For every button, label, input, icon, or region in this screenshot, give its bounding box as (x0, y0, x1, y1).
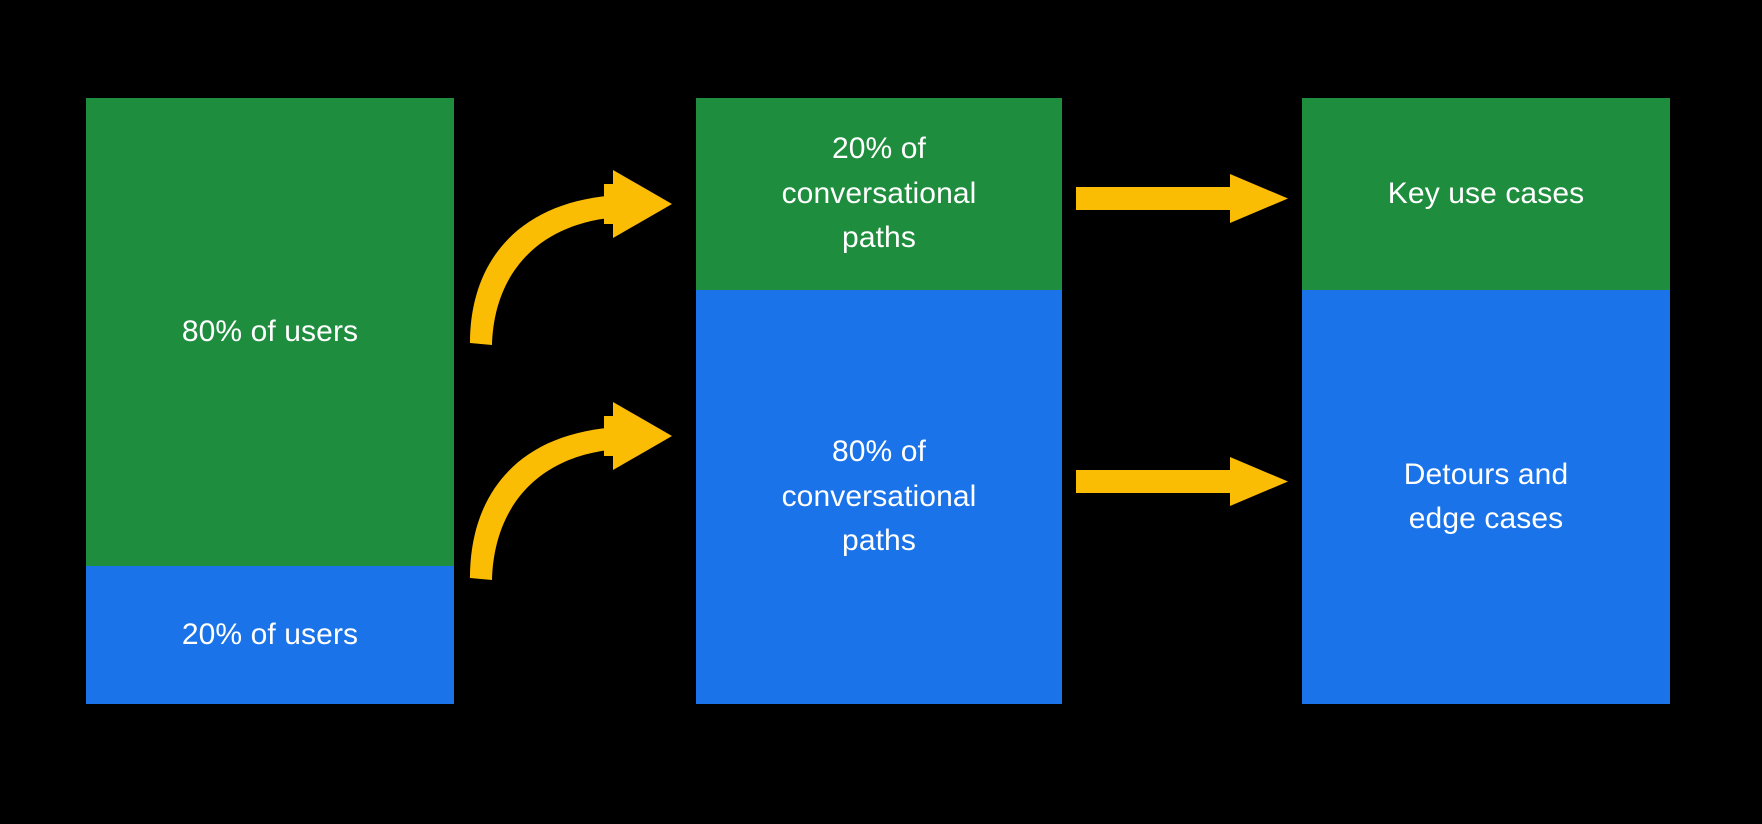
segment-key-use-cases[interactable]: Key use cases (1302, 98, 1670, 290)
curved-arrow-blue-to-blue-head (613, 402, 672, 470)
curved-arrow-green-to-green-shaft (470, 195, 620, 345)
segment-paths-majority-label: 80% of conversational paths (781, 435, 977, 558)
straight-arrow-blue (1076, 457, 1288, 506)
segment-users-minority-label: 20% of users (181, 617, 359, 651)
segment-users-majority[interactable]: 80% of users (86, 98, 454, 566)
column-use-cases: Key use cases Detours and edge cases (1302, 98, 1670, 704)
curved-arrow-green-to-green-head-notch (604, 184, 620, 224)
segment-key-use-cases-label: Key use cases (1387, 176, 1585, 210)
curved-arrow-blue-to-blue-shaft (470, 427, 620, 580)
straight-arrow-green-head (1230, 174, 1288, 223)
straight-arrow-blue-shaft (1076, 470, 1234, 493)
straight-arrow-green (1076, 174, 1288, 223)
straight-arrow-blue-head (1230, 457, 1288, 506)
segment-detours-edge-cases-label: Detours and edge cases (1403, 457, 1569, 535)
curved-arrow-green-to-green (470, 170, 672, 345)
curved-arrow-blue-to-blue-head-notch (604, 416, 620, 456)
column-users: 80% of users 20% of users (86, 98, 454, 704)
straight-arrow-green-shaft (1076, 187, 1234, 210)
column-conversational-paths: 20% of conversational paths 80% of conve… (696, 98, 1062, 704)
curved-arrow-blue-to-blue (470, 402, 672, 580)
segment-paths-minority[interactable]: 20% of conversational paths (696, 98, 1062, 290)
segment-paths-majority[interactable]: 80% of conversational paths (696, 290, 1062, 704)
curved-arrow-green-to-green-head (613, 170, 672, 238)
segment-users-minority[interactable]: 20% of users (86, 566, 454, 704)
segment-detours-edge-cases[interactable]: Detours and edge cases (1302, 290, 1670, 704)
segment-users-majority-label: 80% of users (181, 314, 359, 348)
segment-paths-minority-label: 20% of conversational paths (781, 132, 977, 255)
